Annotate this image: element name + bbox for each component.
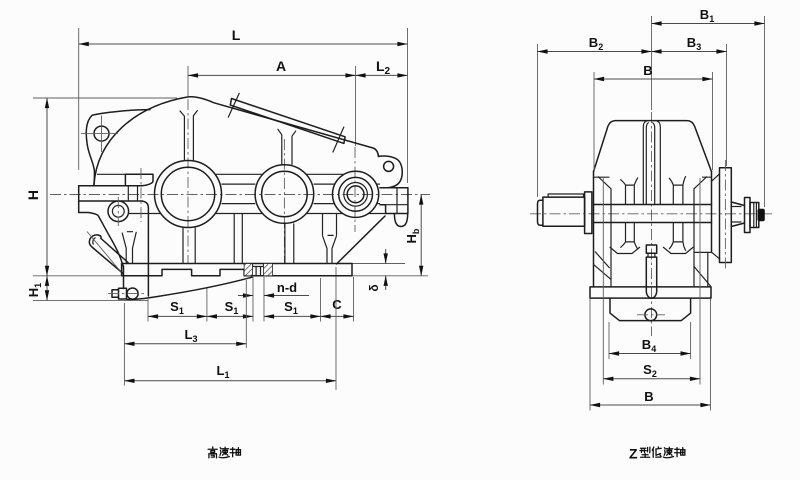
svg-text:B3: B3 xyxy=(687,35,701,52)
svg-text:A: A xyxy=(276,58,286,74)
svg-text:B2: B2 xyxy=(589,35,603,52)
svg-text:H1: H1 xyxy=(26,283,43,297)
svg-text:L2: L2 xyxy=(376,58,391,77)
svg-text:H: H xyxy=(25,190,41,200)
svg-text:B: B xyxy=(644,389,653,404)
svg-text:L: L xyxy=(232,27,241,43)
svg-text:B4: B4 xyxy=(642,337,656,354)
svg-text:C: C xyxy=(332,297,342,312)
svg-text:B1: B1 xyxy=(700,7,714,24)
svg-text:S2: S2 xyxy=(643,362,657,379)
svg-text:S1: S1 xyxy=(225,299,239,316)
svg-text:L1: L1 xyxy=(217,363,230,380)
svg-text:S1: S1 xyxy=(170,299,184,316)
svg-text:n-d: n-d xyxy=(277,280,297,295)
svg-text:δ: δ xyxy=(367,284,381,291)
svg-text:B: B xyxy=(643,63,652,78)
svg-text:Hb: Hb xyxy=(404,228,421,243)
svg-text:Z: Z xyxy=(629,446,638,462)
svg-text:L3: L3 xyxy=(185,327,198,344)
svg-text:S1: S1 xyxy=(284,299,298,316)
